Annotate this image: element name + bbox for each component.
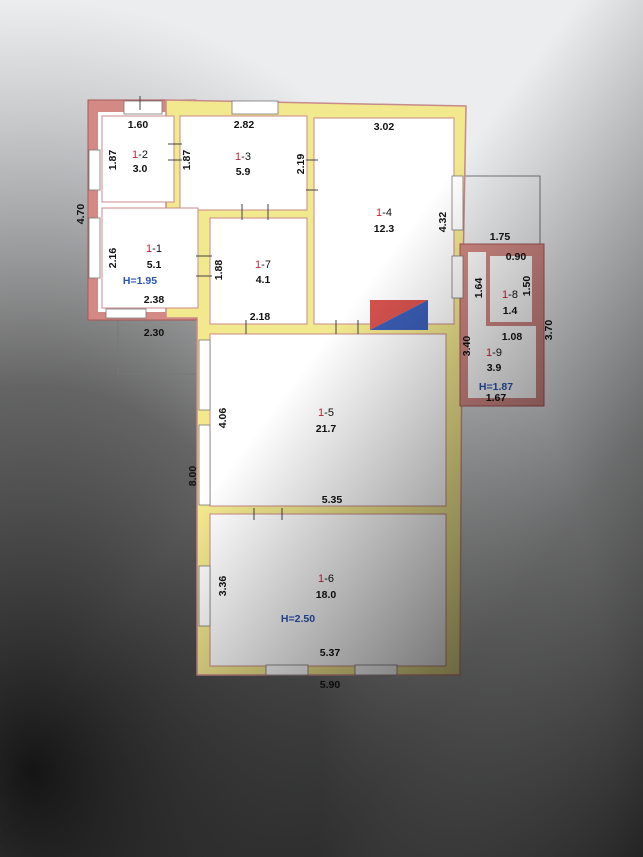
svg-text:5.9: 5.9 [236, 166, 251, 178]
dim-label: 4.70 [75, 204, 87, 225]
room-1-5-area [209, 333, 447, 507]
window [451, 175, 464, 231]
dim-label: 1.88 [213, 260, 225, 281]
svg-text:1-5: 1-5 [318, 407, 334, 419]
dim-label: 1.64 [473, 278, 485, 299]
window [88, 149, 101, 191]
dim-label: 3.36 [217, 576, 229, 597]
height-label: H=2.50 [281, 613, 315, 625]
dim-label: 0.90 [506, 251, 527, 263]
svg-text:4.1: 4.1 [256, 274, 271, 286]
dim-label: 2.82 [234, 119, 255, 131]
dim-label: 1.67 [486, 392, 507, 404]
dim-label: 1.87 [107, 150, 119, 171]
dim-label: 2.38 [144, 294, 165, 306]
svg-text:5.1: 5.1 [147, 259, 162, 271]
window [451, 255, 464, 299]
window [88, 217, 101, 279]
window [198, 565, 211, 627]
dim-label: 2.19 [295, 154, 307, 175]
dim-label: 1.60 [128, 119, 149, 131]
height-label: H=1.95 [123, 275, 157, 287]
dim-label: 3.70 [543, 320, 555, 341]
svg-text:1-9: 1-9 [486, 347, 502, 359]
dim-label: 1.75 [490, 231, 511, 243]
svg-text:1.4: 1.4 [503, 305, 518, 317]
dim-label: 2.30 [144, 327, 165, 339]
svg-text:1-2: 1-2 [132, 149, 148, 161]
room-interiors [101, 115, 455, 667]
svg-text:18.0: 18.0 [316, 589, 337, 601]
svg-text:1-4: 1-4 [376, 207, 392, 219]
dim-label: 3.02 [374, 121, 395, 133]
svg-text:1-6: 1-6 [318, 573, 334, 585]
svg-text:1-8: 1-8 [502, 289, 518, 301]
window [265, 664, 309, 676]
svg-text:1-7: 1-7 [255, 259, 271, 271]
svg-text:3.0: 3.0 [133, 163, 148, 175]
svg-text:3.9: 3.9 [487, 362, 502, 374]
dim-label: 2.16 [107, 248, 119, 269]
dim-label: 3.40 [461, 336, 473, 357]
dim-label: 5.35 [322, 494, 343, 506]
dim-label: 5.90 [320, 679, 341, 691]
window [354, 664, 398, 676]
dim-label: 4.32 [437, 212, 449, 233]
dim-label: 8.00 [187, 466, 199, 487]
stair-symbol [370, 300, 428, 330]
dim-label: 1.87 [181, 150, 193, 171]
svg-text:12.3: 12.3 [374, 223, 395, 235]
window [123, 100, 163, 115]
window [231, 100, 279, 115]
dim-label: 4.06 [217, 408, 229, 429]
dim-label: 5.37 [320, 647, 341, 659]
dim-label: 1.08 [502, 331, 523, 343]
room-1-4-area [313, 117, 455, 325]
dim-label: 2.18 [250, 311, 271, 323]
window [105, 308, 147, 319]
svg-text:1-1: 1-1 [146, 243, 162, 255]
window [198, 424, 211, 506]
dim-label: 1.50 [521, 276, 533, 297]
svg-text:21.7: 21.7 [316, 423, 337, 435]
svg-text:1-3: 1-3 [235, 151, 251, 163]
window [198, 339, 211, 411]
